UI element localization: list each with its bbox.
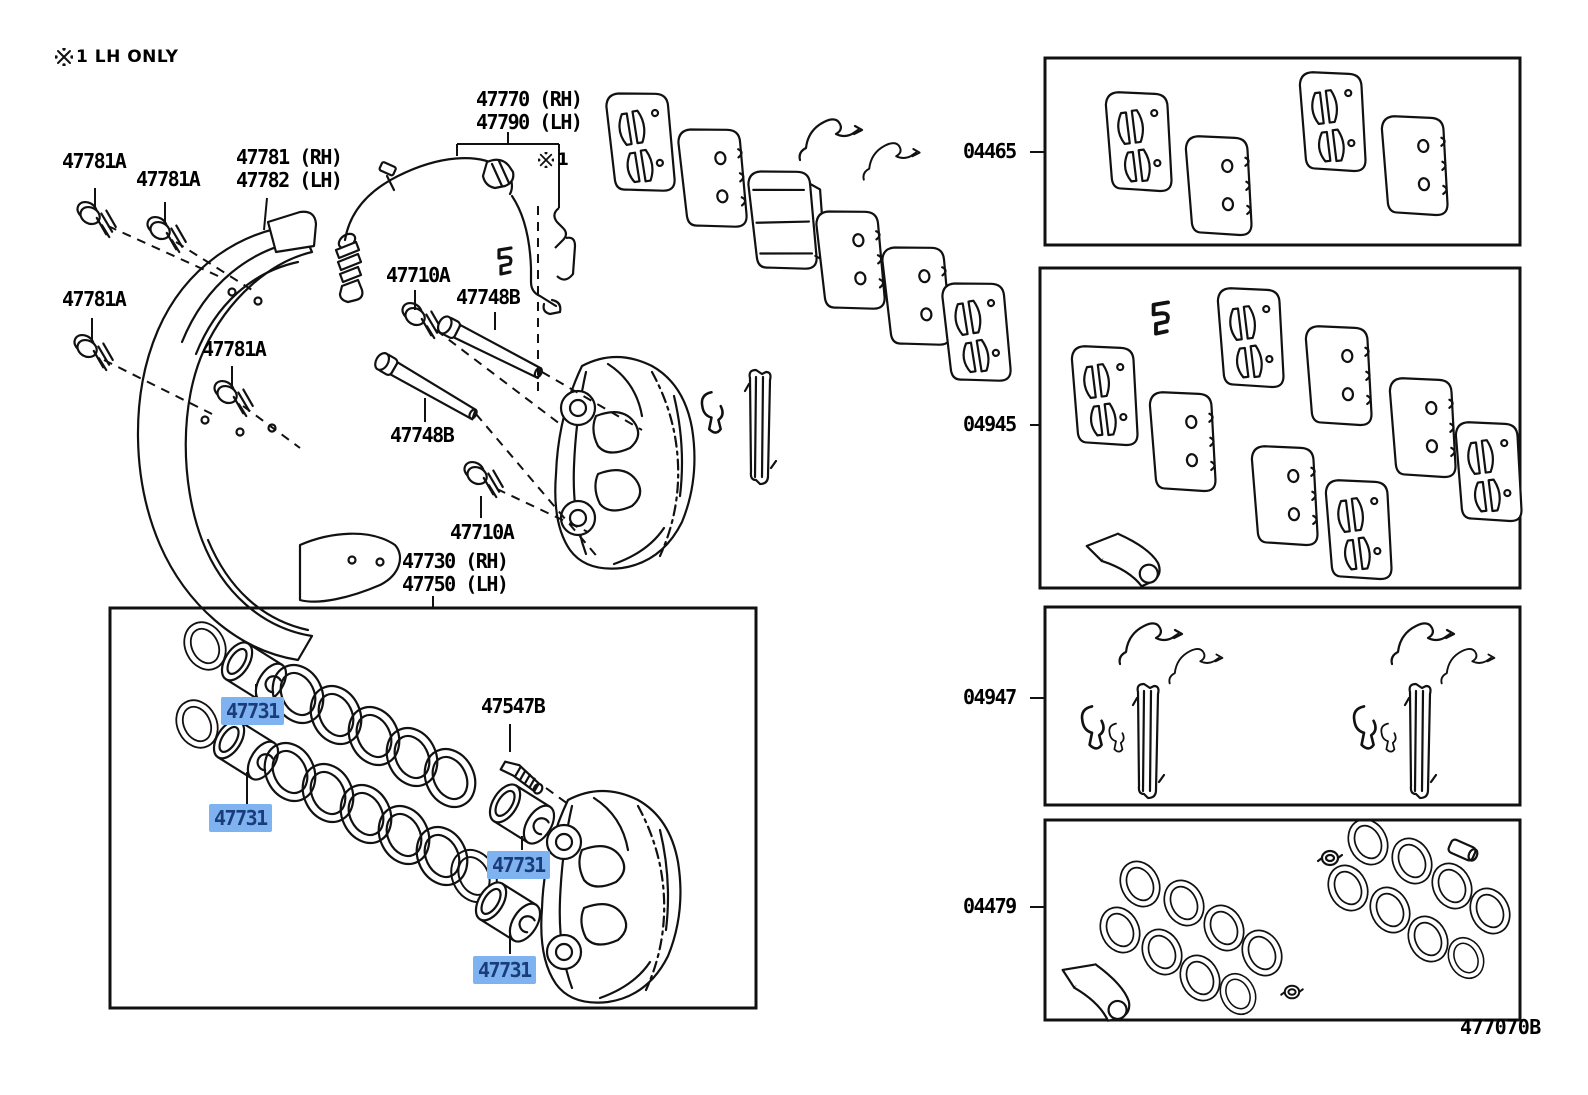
part-label-caliper-assy: 47730 (RH)47750 (LH) <box>402 549 509 596</box>
part-label-slide-pin-2: 47748B <box>390 423 455 447</box>
reference-mark-icon <box>55 48 73 66</box>
shield-bolt-drawing-1 <box>71 196 122 239</box>
dust-shield-drawing <box>136 210 402 662</box>
part-label-shield-bolt-2: 47781A <box>136 167 201 191</box>
kit-box-04945 <box>1038 266 1522 590</box>
kit-box-04947 <box>1043 605 1522 807</box>
reference-mark-icon <box>538 152 554 168</box>
seal-kit-contents <box>1055 811 1518 1025</box>
diagram-code: 477070B <box>1460 1015 1541 1039</box>
pad-kit-contents <box>1101 66 1453 240</box>
fitting-kit-contents <box>1080 622 1496 800</box>
part-link-piston-1[interactable]: 47731 <box>221 697 284 725</box>
kit-box-04479 <box>1043 818 1522 1022</box>
footnote-number: 1 <box>557 150 570 170</box>
lh-only-note: ※ 1 LH ONLY <box>55 47 178 67</box>
pad-support-plate-drawing <box>743 368 778 486</box>
kit-label-04947: 04947 <box>963 685 1017 709</box>
pad-clip-drawing <box>700 391 724 434</box>
assembly-dashed-leaders <box>103 206 643 821</box>
footnote-marker: ※ 1 <box>538 150 569 170</box>
piston-label-leaders <box>246 684 523 954</box>
kit-label-leaders <box>1030 151 1045 908</box>
caliper-drawing-main <box>554 355 696 570</box>
shim-kit-contents <box>1067 282 1527 591</box>
part-link-piston-2[interactable]: 47731 <box>209 804 272 832</box>
part-label-shield-bolt-3: 47781A <box>62 287 127 311</box>
part-label-dust-shield: 47781 (RH)47782 (LH) <box>236 145 343 192</box>
sensor-wire-drawing <box>334 157 562 316</box>
kit-label-04465: 04465 <box>963 139 1017 163</box>
part-link-piston-4[interactable]: 47731 <box>473 956 536 984</box>
slide-pin-drawing-2 <box>371 349 482 425</box>
kit-label-04945: 04945 <box>963 412 1017 436</box>
caliper-detail-box <box>108 606 758 1010</box>
caliper-drawing-kit <box>540 789 682 1004</box>
kit-label-04479: 04479 <box>963 894 1017 918</box>
piston-seal-rows-drawing <box>167 614 562 948</box>
lh-only-note-text: 1 LH ONLY <box>76 47 179 67</box>
part-label-shield-bolt-1: 47781A <box>62 149 127 173</box>
part-label-shield-bolt-4: 47781A <box>202 337 267 361</box>
part-label-bleeder-plug: 47547B <box>481 694 546 718</box>
part-label-slide-pin-1: 47748B <box>456 285 521 309</box>
part-label-sensor-wire: 47770 (RH)47790 (LH) <box>476 87 583 134</box>
sensor-label-bracket <box>456 132 577 281</box>
part-link-piston-3[interactable]: 47731 <box>487 851 550 879</box>
part-label-mount-bolt-2: 47710A <box>450 520 515 544</box>
part-label-mount-bolt-1: 47710A <box>386 263 451 287</box>
shield-bolt-drawing-3 <box>68 329 119 372</box>
brake-pads-exploded-drawing <box>602 86 1018 388</box>
leader-lines <box>91 188 511 752</box>
